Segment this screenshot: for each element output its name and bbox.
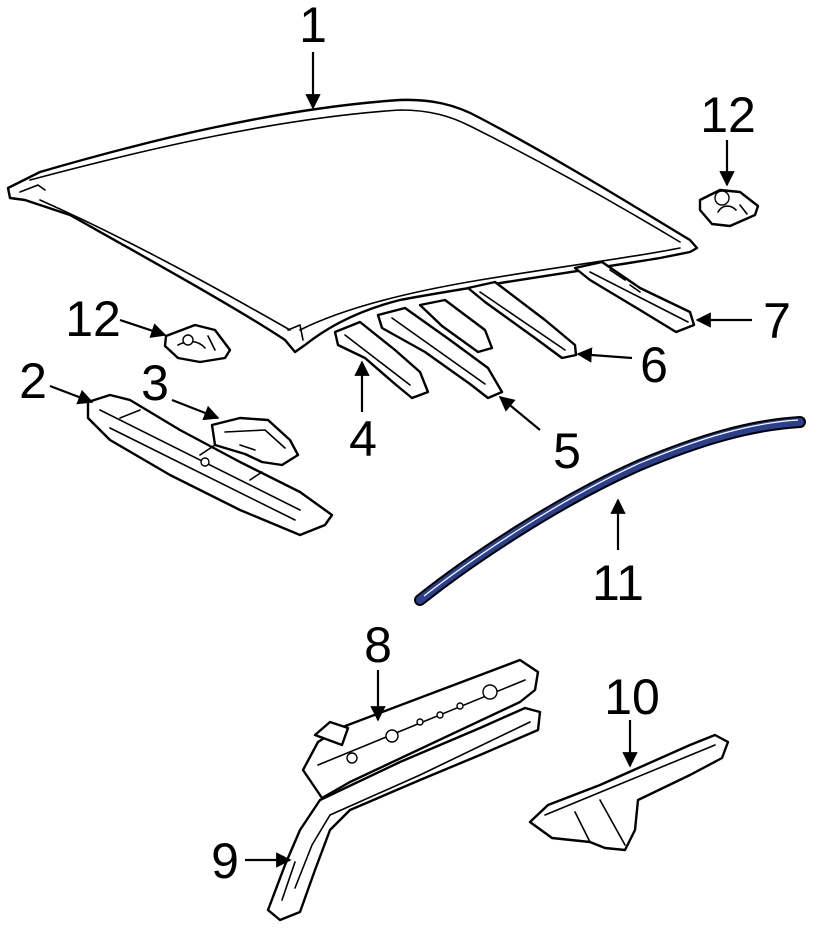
leader-2 bbox=[49, 384, 94, 405]
callout-7: 7 bbox=[763, 293, 791, 349]
leader-6 bbox=[576, 347, 633, 363]
roof-clip-lower bbox=[163, 323, 232, 364]
header-bracket bbox=[210, 416, 300, 467]
callout-6: 6 bbox=[640, 337, 668, 393]
leader-5 bbox=[498, 396, 541, 431]
front-header-panel bbox=[86, 393, 334, 537]
roof-bow-6 bbox=[466, 280, 578, 360]
pillar-reinforcement bbox=[528, 733, 730, 852]
leader-lines bbox=[49, 52, 752, 868]
callout-4: 4 bbox=[349, 411, 377, 467]
leader-3 bbox=[171, 398, 220, 421]
roof-clip-upper bbox=[698, 188, 760, 228]
roof-drip-molding bbox=[414, 416, 806, 606]
callout-12-upper: 12 bbox=[700, 87, 756, 143]
callout-2: 2 bbox=[19, 353, 47, 409]
side-rail-inner bbox=[266, 706, 542, 922]
roof-bow-5 bbox=[376, 298, 504, 400]
callout-3: 3 bbox=[141, 355, 169, 411]
roof-bow-4 bbox=[333, 320, 430, 400]
side-rail-bracket bbox=[301, 658, 540, 800]
callout-8: 8 bbox=[364, 617, 392, 673]
callout-12-lower: 12 bbox=[65, 291, 121, 347]
callout-10: 10 bbox=[604, 669, 660, 725]
roof-bow-7 bbox=[573, 260, 696, 334]
callout-9: 9 bbox=[211, 833, 239, 889]
leader-12b bbox=[119, 318, 167, 338]
callout-1: 1 bbox=[299, 0, 327, 53]
roof-panel bbox=[6, 98, 699, 354]
callout-11: 11 bbox=[592, 555, 644, 611]
callout-5: 5 bbox=[553, 423, 581, 479]
callout-labels: 1 12 12 2 3 4 5 6 7 11 8 10 9 bbox=[19, 0, 791, 889]
